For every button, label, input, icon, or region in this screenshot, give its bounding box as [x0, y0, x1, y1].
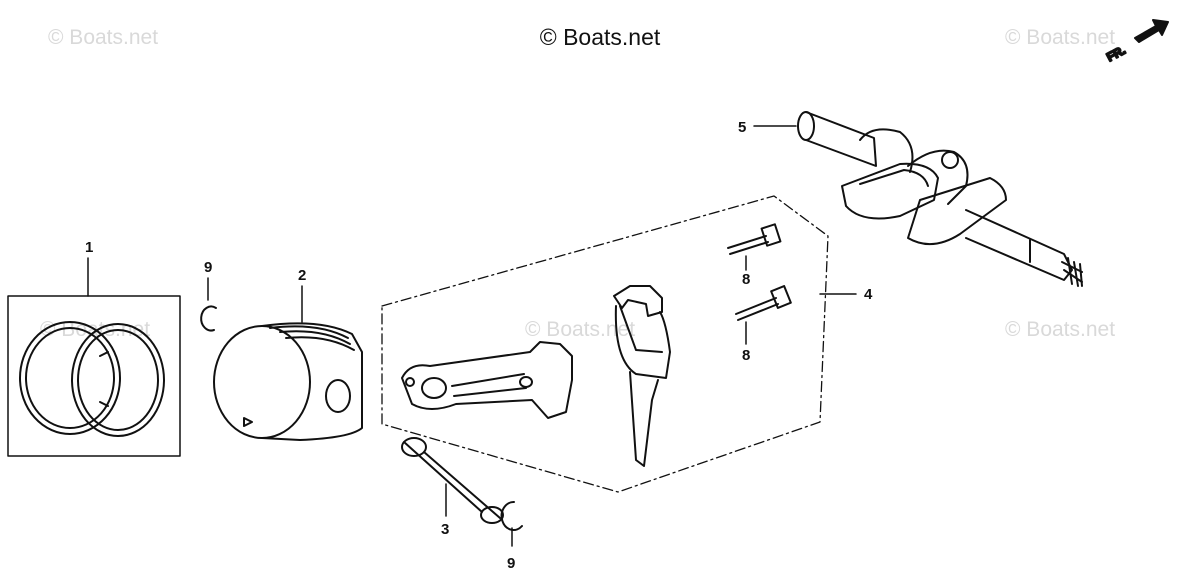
connecting-rod-bolt-upper: [727, 223, 782, 271]
crankshaft: [753, 111, 1083, 287]
front-direction-arrow: FR.: [1103, 19, 1169, 65]
piston-pin-clip-upper: [200, 277, 217, 332]
callout-4: 4: [864, 286, 873, 303]
callout-9-lower: 9: [507, 555, 515, 572]
copyright-header: © Boats.net: [539, 24, 661, 50]
connecting-rod-frame: [381, 195, 857, 493]
callout-2: 2: [298, 267, 306, 284]
front-arrow-label: FR.: [1104, 43, 1128, 64]
watermark-mid-center: © Boats.net: [525, 318, 636, 341]
connecting-rod-bolt-lower: [735, 285, 792, 345]
piston-pin: [401, 437, 504, 524]
watermark-top-left: © Boats.net: [48, 26, 159, 49]
connecting-rod-cap: [613, 285, 671, 467]
callout-9-upper: 9: [204, 259, 212, 276]
callout-8-upper: 8: [742, 271, 750, 288]
callout-1: 1: [85, 239, 93, 256]
connecting-rod: [401, 341, 573, 419]
arrow-icon: [1134, 19, 1169, 43]
piston-pin-clip-lower: [500, 500, 523, 547]
watermark-mid-right: © Boats.net: [1005, 318, 1116, 341]
piston: [213, 285, 363, 441]
watermark-top-right: © Boats.net: [1005, 26, 1116, 49]
callout-8-lower: 8: [742, 347, 750, 364]
callout-3: 3: [441, 521, 449, 538]
piston-ring-set: [7, 257, 181, 457]
callout-5: 5: [738, 119, 746, 136]
